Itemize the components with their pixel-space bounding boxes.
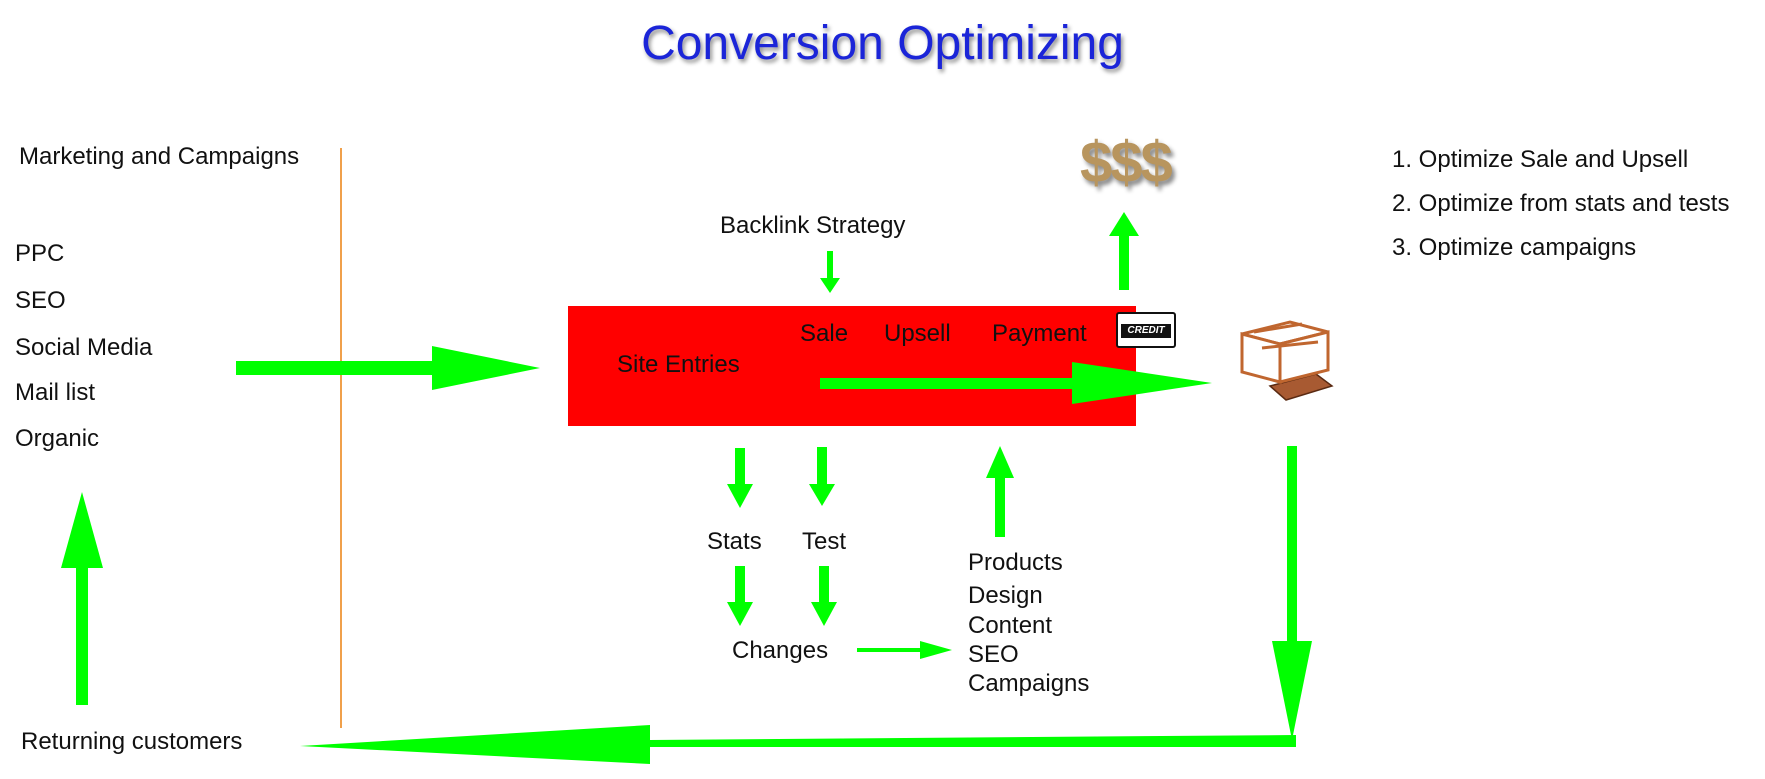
stats-label: Stats [707, 528, 762, 555]
channel-item: Social Media [15, 334, 153, 361]
page-title: Conversion Optimizing [641, 17, 1124, 70]
credit-card-icon: CREDIT [1116, 312, 1176, 348]
arrow-returning-up [61, 492, 103, 705]
arrow-test-to-changes [811, 566, 837, 626]
change-area-item: Design [968, 582, 1043, 609]
changes-label: Changes [732, 637, 829, 664]
payment-label: Payment [992, 320, 1087, 347]
channel-list: PPC SEO Social Media Mail list Organic [15, 240, 152, 471]
arrow-areas-to-funnel [986, 446, 1014, 537]
package-box-icon [1240, 320, 1334, 401]
credit-card-label: CREDIT [1127, 325, 1165, 336]
arrow-site-to-stats [727, 448, 753, 508]
arrow-product-down [1272, 446, 1312, 740]
optimization-goals: 1. Optimize Sale and Upsell 2. Optimize … [1392, 146, 1729, 278]
arrow-stats-to-changes [727, 566, 753, 626]
change-area-item: SEO [968, 641, 1019, 668]
arrow-site-to-test [809, 447, 835, 506]
funnel-box [568, 306, 1136, 426]
site-entries-label: Site Entries [617, 351, 740, 378]
channel-item: Organic [15, 425, 100, 452]
arrow-funnel-to-product [820, 362, 1212, 404]
change-areas-list: Products Design Content SEO Campaigns [968, 549, 1089, 699]
vertical-divider [340, 148, 342, 728]
dollar-sign-icon: $$$ [1080, 130, 1173, 195]
goal-item: 3. Optimize campaigns [1392, 234, 1637, 261]
arrow-backlink-down [820, 251, 840, 293]
sale-label: Sale [800, 320, 849, 347]
channel-item: PPC [15, 240, 65, 267]
channel-item: Mail list [15, 379, 96, 406]
arrow-return-left [300, 725, 1296, 764]
marketing-heading: Marketing and Campaigns [19, 143, 300, 170]
arrow-channels-to-site [236, 346, 540, 390]
upsell-label: Upsell [884, 320, 951, 347]
change-area-item: Campaigns [968, 670, 1090, 697]
arrow-payment-to-money [1109, 212, 1139, 290]
channel-item: SEO [15, 287, 66, 314]
test-label: Test [802, 528, 847, 555]
arrow-changes-to-areas [857, 641, 952, 659]
change-area-item: Products [968, 549, 1063, 576]
backlink-strategy-label: Backlink Strategy [720, 212, 906, 239]
goal-item: 1. Optimize Sale and Upsell [1392, 146, 1689, 173]
returning-customers-label: Returning customers [21, 728, 243, 755]
goal-item: 2. Optimize from stats and tests [1392, 190, 1730, 217]
change-area-item: Content [968, 612, 1053, 639]
